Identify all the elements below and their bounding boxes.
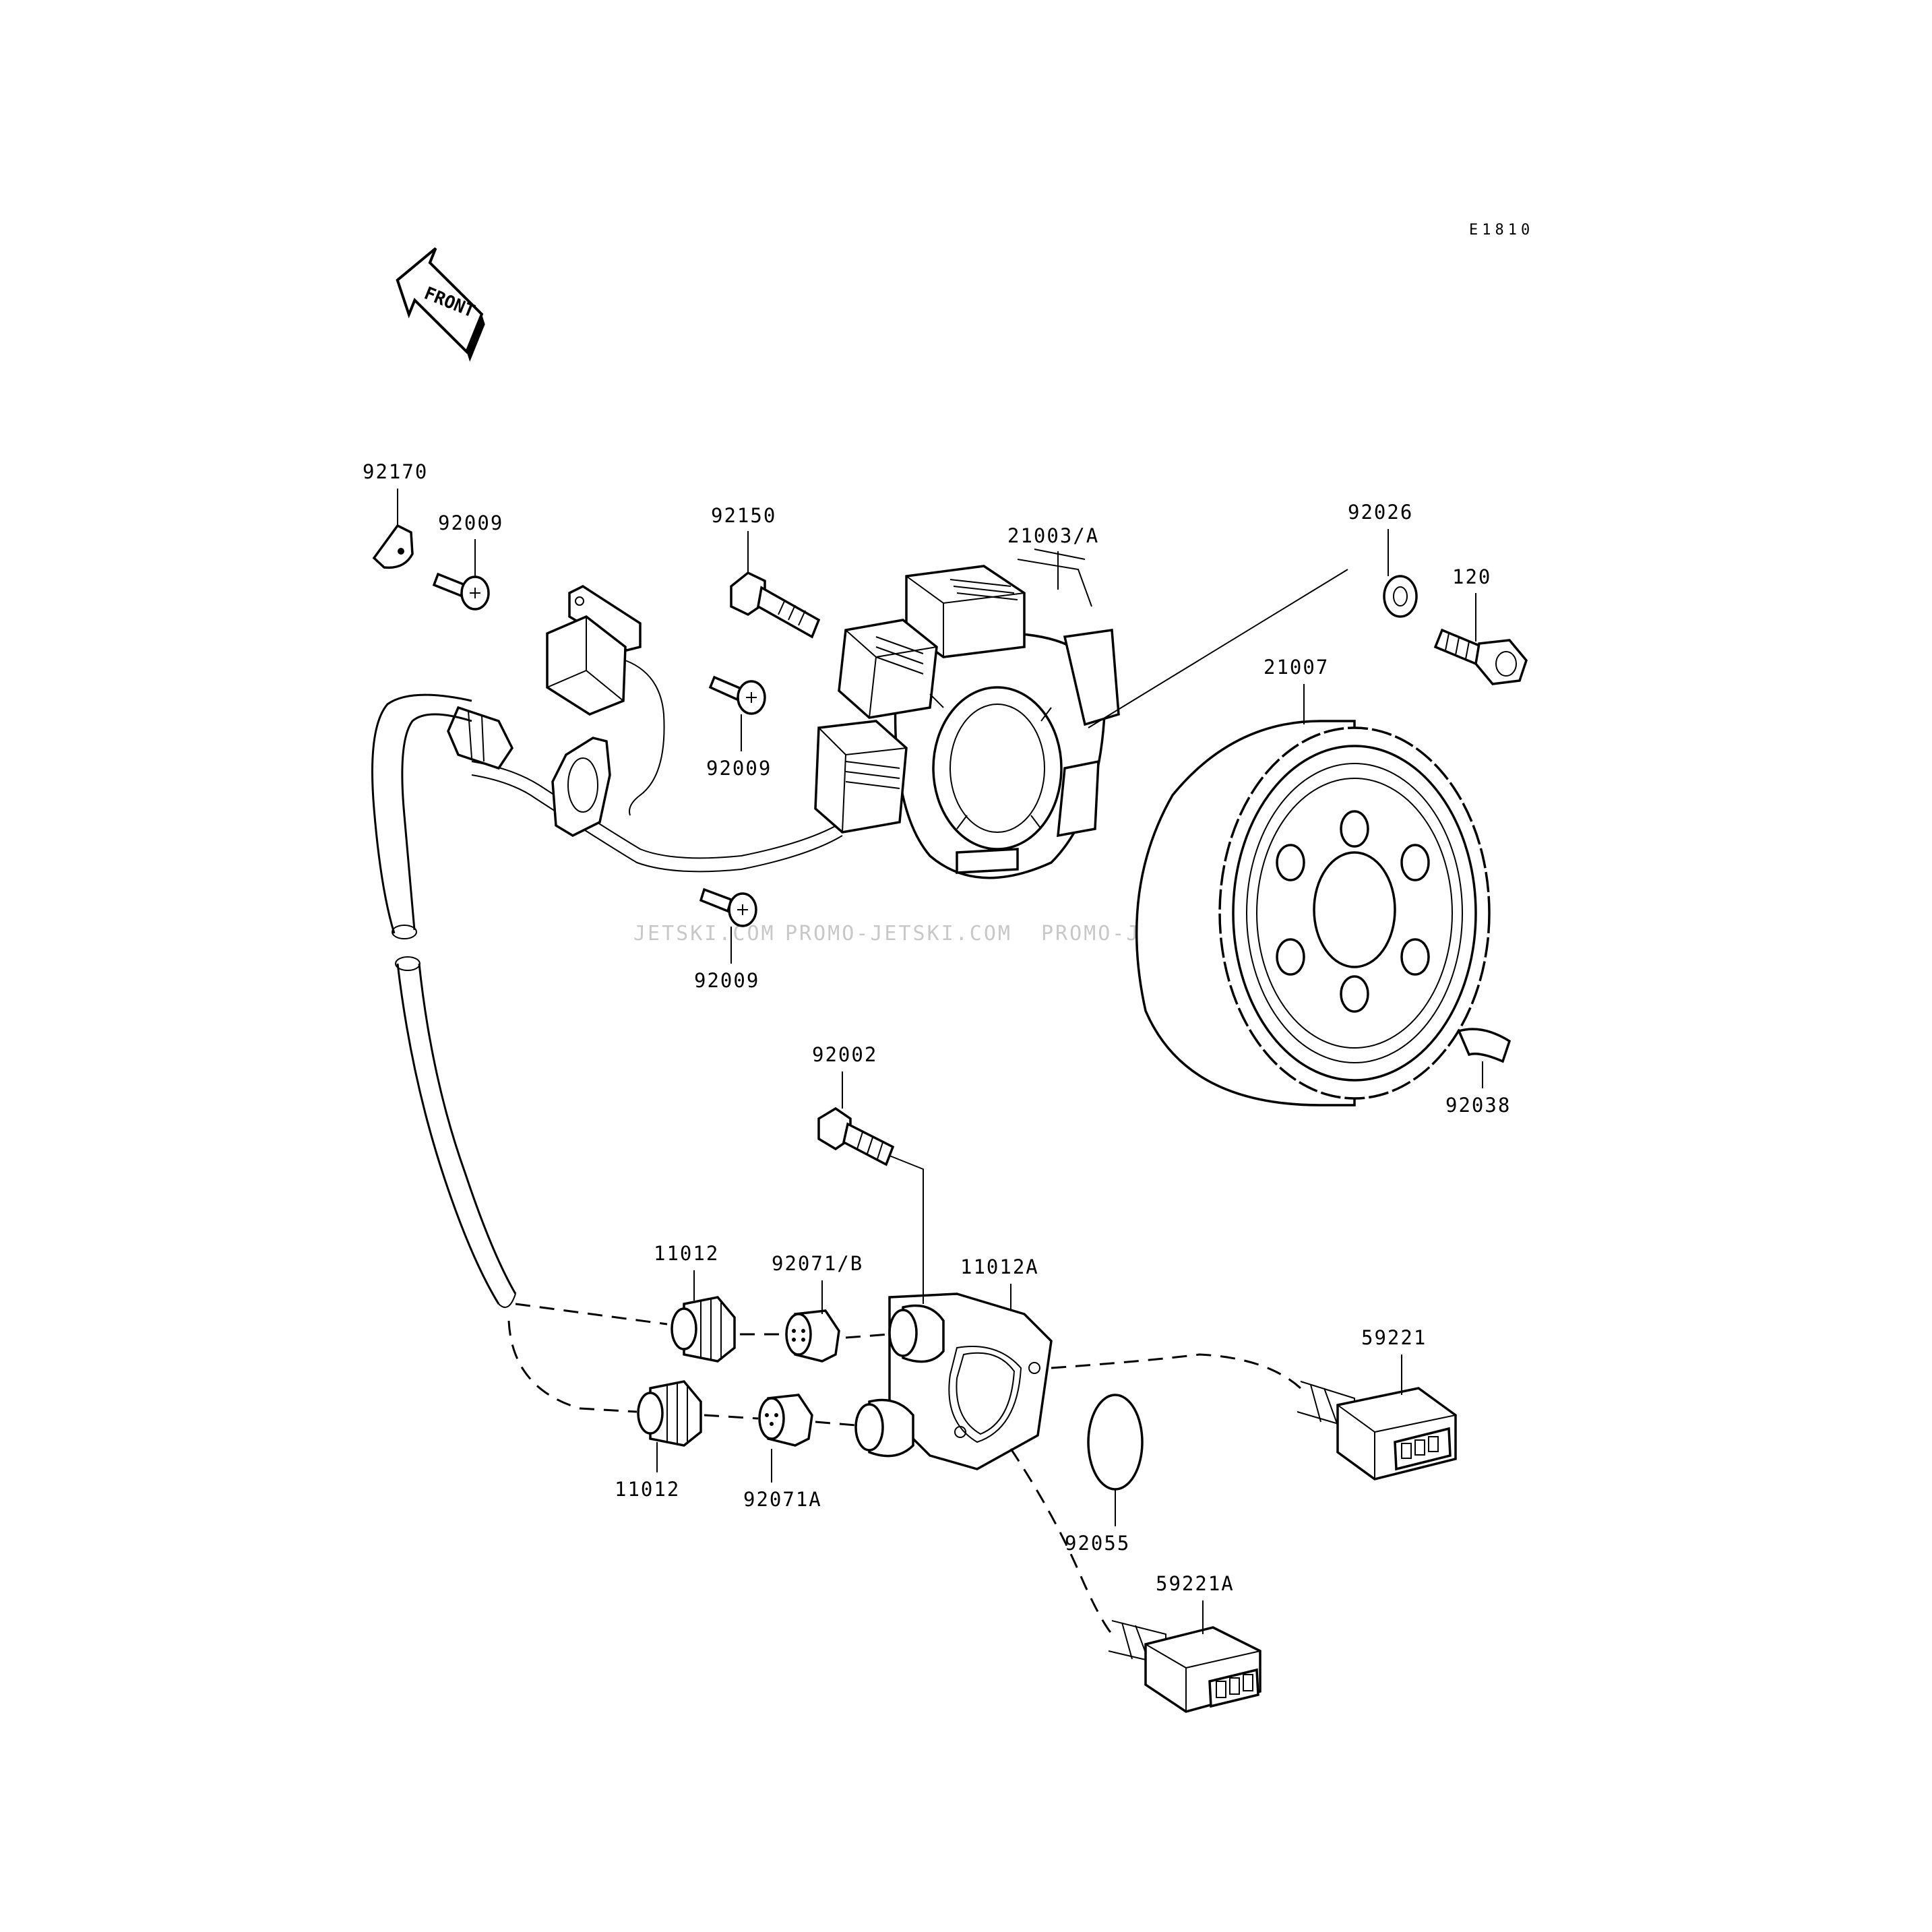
- part-59221A-connector: [1108, 1620, 1261, 1713]
- part-59221-connector: [1297, 1381, 1457, 1481]
- part-21003A-stator: [814, 549, 1120, 879]
- label-11012-lower: 11012: [615, 1478, 680, 1501]
- label-120: 120: [1452, 565, 1491, 588]
- part-92071A-seal: [758, 1394, 813, 1447]
- label-92002: 92002: [812, 1043, 877, 1066]
- label-92071A: 92071A: [743, 1488, 822, 1511]
- part-11012A-housing: [854, 1292, 1053, 1470]
- label-21007: 21007: [1264, 656, 1329, 679]
- watermark-2: PROMO-JETSKI.COM: [785, 922, 1012, 945]
- part-92009-screw-c: [699, 887, 757, 927]
- watermark-1: JETSKI.COM: [633, 922, 776, 945]
- label-92170: 92170: [363, 460, 428, 483]
- part-wire-harness: [447, 706, 843, 873]
- front-arrow-icon: FRONT: [396, 247, 485, 362]
- part-92009-screw-b: [708, 675, 766, 715]
- part-92009-screw-a: [432, 572, 490, 611]
- part-11012-cap-lower: [637, 1380, 702, 1447]
- label-11012A: 11012A: [960, 1255, 1039, 1278]
- label-92026: 92026: [1348, 501, 1413, 524]
- part-11012-cap-upper: [671, 1296, 736, 1363]
- part-92055-o-ring: [1087, 1394, 1144, 1491]
- part-92170-clip: [372, 524, 414, 569]
- part-92002-bolt: [817, 1107, 895, 1166]
- callout-labels: 92170 92009 92150 21003/A 92026 120 2100…: [363, 460, 1511, 1595]
- part-21007-flywheel: [1135, 720, 1491, 1107]
- label-59221: 59221: [1361, 1326, 1427, 1349]
- label-92055: 92055: [1065, 1532, 1130, 1555]
- part-120-bolt: [1433, 628, 1528, 685]
- label-92009-b: 92009: [706, 757, 772, 780]
- diagram-code: E1810: [1469, 222, 1534, 239]
- part-92071B-seal: [785, 1309, 840, 1363]
- label-11012-upper: 11012: [654, 1242, 719, 1265]
- label-92009-a: 92009: [438, 511, 503, 534]
- label-92038: 92038: [1445, 1094, 1511, 1117]
- label-21003A: 21003/A: [1007, 524, 1099, 547]
- part-92038-key: [1457, 1028, 1512, 1063]
- part-outer-cable: [371, 693, 517, 1308]
- part-92150-bolt: [730, 571, 821, 639]
- part-regulator-box: [546, 584, 665, 816]
- label-59221A: 59221A: [1156, 1572, 1235, 1595]
- label-92009-c: 92009: [694, 969, 759, 992]
- leader-lines: [397, 489, 1483, 1635]
- part-92026-washer: [1383, 575, 1418, 618]
- label-92071B: 92071/B: [772, 1252, 863, 1275]
- label-92150: 92150: [711, 504, 776, 527]
